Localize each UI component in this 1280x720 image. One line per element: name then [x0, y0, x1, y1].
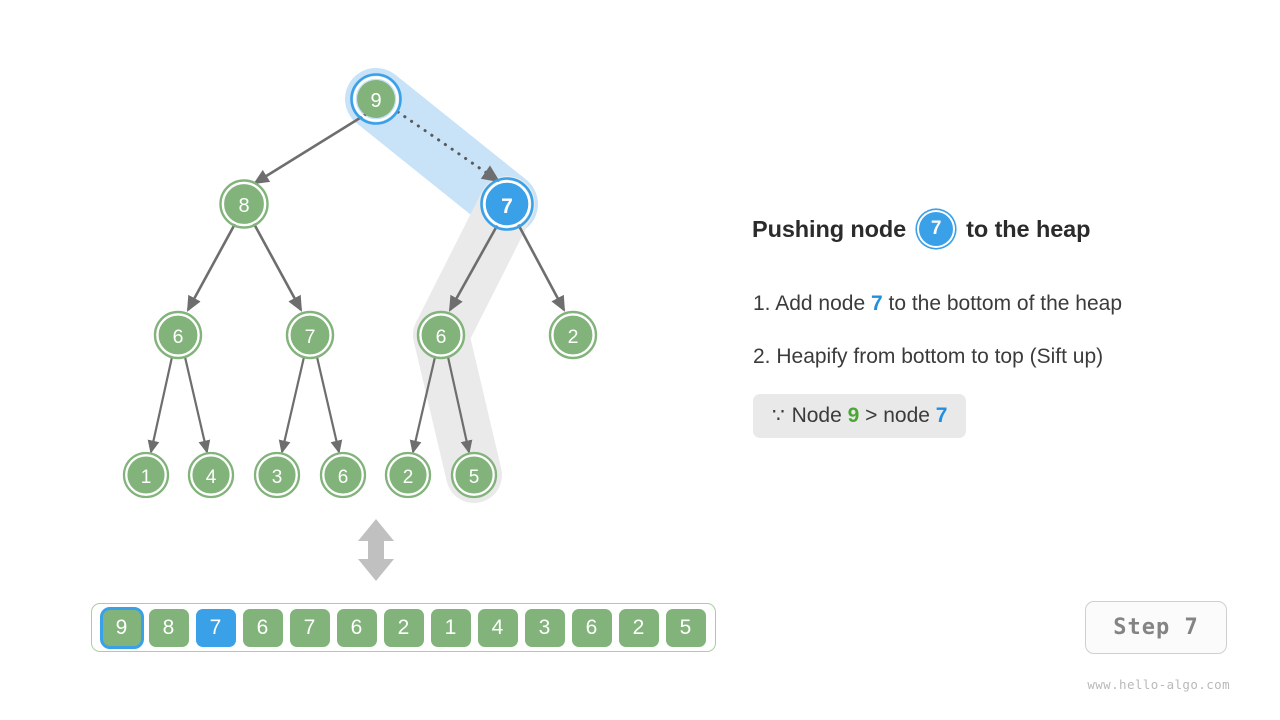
- array-cell-8[interactable]: 4: [477, 608, 518, 647]
- node-label: 5: [469, 467, 480, 488]
- heap-tree-diagram: 9 8 7 6: [122, 68, 598, 581]
- edge-n2-n6: [516, 223, 566, 312]
- node-label: 1: [141, 467, 152, 488]
- tree-node-leaf-2[interactable]: 2: [384, 451, 432, 499]
- step-1-post: to the bottom of the heap: [882, 292, 1122, 315]
- node-label: 6: [436, 326, 447, 348]
- array-cell-3[interactable]: 6: [242, 608, 283, 647]
- edge-n1-n3: [186, 221, 238, 312]
- array-cell-2[interactable]: 7: [195, 608, 236, 647]
- heading-suffix: to the heap: [966, 215, 1091, 242]
- tree-node-6-r[interactable]: 6: [416, 310, 466, 360]
- array-cell-12[interactable]: 5: [665, 608, 706, 647]
- edge-n0-n1: [253, 111, 369, 185]
- node-label: 2: [568, 326, 579, 348]
- tree-node-9-root[interactable]: 9: [350, 73, 402, 125]
- instruction-step-1: 1. Add node 7 to the bottom of the heap: [753, 292, 1122, 316]
- edge-n5-n11: [409, 356, 437, 454]
- node-label: 6: [338, 467, 349, 488]
- tree-nodes: 9 8 7 6: [122, 73, 598, 499]
- edge-n5-n12: [446, 356, 473, 454]
- array-cell-6[interactable]: 2: [383, 608, 424, 647]
- reason-pre: Node: [785, 404, 848, 427]
- array-cell-4[interactable]: 7: [289, 608, 330, 647]
- node-label: 4: [206, 467, 217, 488]
- reason-mid: > node: [859, 404, 936, 427]
- step-1-pre: Add node: [775, 292, 871, 315]
- tree-node-leaf-3[interactable]: 3: [253, 451, 301, 499]
- tree-node-7-l[interactable]: 7: [285, 310, 335, 360]
- heading-prefix: Pushing node: [752, 215, 907, 242]
- array-cell-10[interactable]: 6: [571, 608, 612, 647]
- tree-node-leaf-4[interactable]: 4: [187, 451, 235, 499]
- edge-n2-n5: [448, 223, 500, 312]
- tree-node-8[interactable]: 8: [219, 179, 269, 229]
- node-label: 9: [370, 90, 381, 112]
- edge-n3-n8: [183, 356, 211, 454]
- reason-value-blue: 7: [935, 404, 948, 427]
- edge-n1-n4: [251, 221, 303, 312]
- because-symbol: ∵: [772, 405, 786, 427]
- array-cell-5[interactable]: 6: [336, 608, 377, 647]
- reason-callout: ∵ Node 9 > node 7: [753, 394, 967, 438]
- double-arrow-vertical-icon: [358, 519, 394, 581]
- tree-node-7-pushed[interactable]: 7: [480, 177, 534, 231]
- page-title: Pushing node 7 to the heap: [752, 212, 1091, 246]
- step-1-highlight: 7: [870, 292, 883, 315]
- step-indicator: Step 7: [1085, 601, 1227, 654]
- step-1-number: 1.: [753, 292, 776, 315]
- edge-n4-n9: [278, 356, 306, 454]
- explanation-panel: Pushing node 7 to the heap 1. Add node 7…: [752, 0, 1272, 720]
- node-label: 8: [238, 195, 249, 217]
- array-cell-9[interactable]: 3: [524, 608, 565, 647]
- swap-dotted-arrow: [396, 110, 501, 183]
- reason-value-green: 9: [847, 404, 860, 427]
- tree-node-leaf-6[interactable]: 6: [319, 451, 367, 499]
- tree-node-leaf-5[interactable]: 5: [450, 451, 498, 499]
- node-label: 3: [272, 467, 283, 488]
- array-cell-1[interactable]: 8: [148, 608, 189, 647]
- array-cell-11[interactable]: 2: [618, 608, 659, 647]
- instruction-step-2: 2. Heapify from bottom to top (Sift up): [753, 345, 1103, 369]
- tree-node-6-l[interactable]: 6: [153, 310, 203, 360]
- tree-node-2-r[interactable]: 2: [548, 310, 598, 360]
- array-cell-7[interactable]: 1: [430, 608, 471, 647]
- tree-svg: 9 8 7 6: [122, 68, 598, 581]
- heading-node-badge: 7: [919, 212, 954, 246]
- step-2-text: 2. Heapify from bottom to top (Sift up): [753, 345, 1104, 368]
- site-watermark: www.hello-algo.com: [1087, 677, 1230, 692]
- edge-n3-n7: [147, 356, 174, 454]
- edge-n4-n10: [315, 356, 343, 454]
- tree-node-leaf-1[interactable]: 1: [122, 451, 170, 499]
- node-label: 6: [173, 326, 184, 348]
- array-cell-0[interactable]: 9: [99, 606, 144, 649]
- node-label: 7: [305, 326, 316, 348]
- node-label: 7: [501, 195, 513, 218]
- tree-edges: [147, 111, 566, 454]
- node-label: 2: [403, 467, 414, 488]
